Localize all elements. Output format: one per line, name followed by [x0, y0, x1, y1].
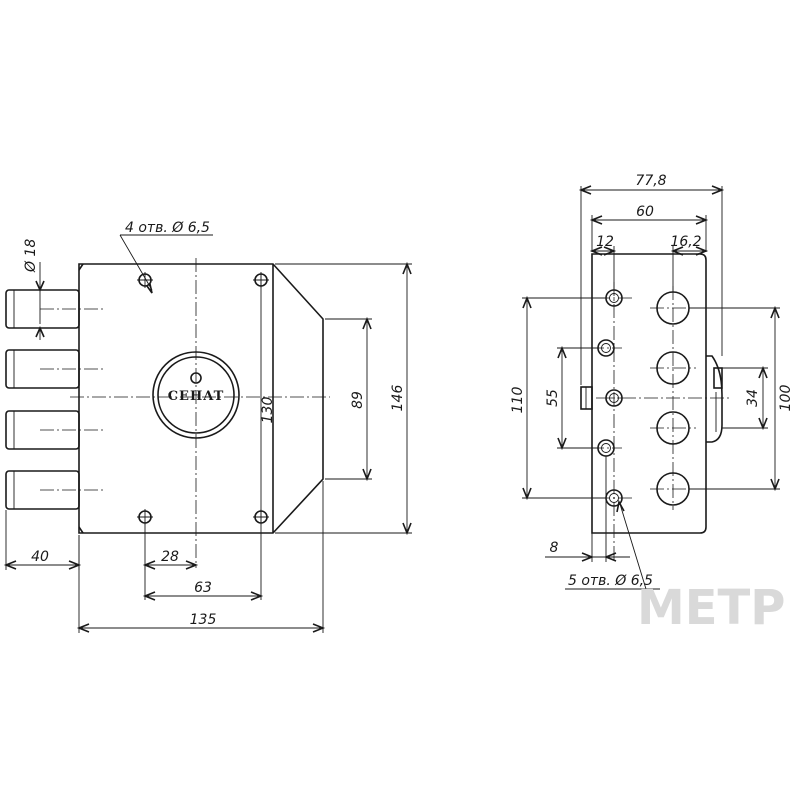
- holes-note-side: 5 отв. Ø 6,5: [565, 499, 660, 590]
- dim-110: 110: [510, 295, 606, 501]
- front-view: CEHAT Ø 18 4 отв. Ø 6,5 130 89: [3, 220, 412, 633]
- dim-63-label: 63: [194, 580, 212, 596]
- lock-body-outline: [78, 263, 324, 534]
- holes-note-front: 4 отв. Ø 6,5: [119, 220, 213, 294]
- dim-110-label: 110: [510, 387, 526, 414]
- dim-40-label: 40: [31, 549, 49, 565]
- dim-135: 135: [76, 481, 326, 633]
- dim-63: 63: [142, 524, 264, 601]
- dim-89: 89: [325, 316, 372, 482]
- dim-130: 130: [260, 275, 276, 522]
- dim-60-label: 60: [636, 204, 654, 220]
- dim-16-2: 16,2: [670, 234, 709, 292]
- dim-34: 34: [722, 365, 768, 431]
- dim-34-label: 34: [745, 389, 761, 407]
- dim-12: 12: [589, 234, 617, 290]
- dim-16-2-label: 16,2: [670, 234, 701, 250]
- watermark-logo: METP: [637, 580, 785, 636]
- dim-8: 8: [545, 456, 630, 562]
- dim-135-label: 135: [190, 612, 217, 628]
- bolt-diameter-dimension: Ø 18: [23, 239, 45, 340]
- dim-100-label: 100: [778, 385, 794, 412]
- dim-55: 55: [545, 345, 598, 451]
- holes-note-front-label: 4 отв. Ø 6,5: [125, 220, 210, 236]
- dim-89-label: 89: [350, 391, 366, 409]
- side-plate-outline: [591, 253, 707, 534]
- bolt-diameter-label: Ø 18: [23, 239, 39, 273]
- dim-130-label: 130: [260, 397, 276, 424]
- bolts: [5, 289, 106, 510]
- dim-146-label: 146: [390, 385, 406, 412]
- dim-55-label: 55: [545, 389, 561, 407]
- dim-12-label: 12: [596, 234, 614, 250]
- dim-60: 60: [589, 204, 709, 252]
- dim-40: 40: [3, 510, 82, 570]
- side-view: 77,8 60 12 16,2 110: [510, 173, 794, 590]
- holes-note-side-label: 5 отв. Ø 6,5: [568, 573, 653, 589]
- dim-28-label: 28: [161, 549, 179, 565]
- dim-8-label: 8: [550, 540, 559, 556]
- dim-77-8-label: 77,8: [635, 173, 666, 189]
- dim-77-8: 77,8: [578, 173, 725, 385]
- dim-146: 146: [275, 261, 412, 536]
- dim-100: 100: [689, 305, 794, 492]
- dim-28: 28: [142, 524, 199, 570]
- brand-label: CEHAT: [168, 389, 225, 404]
